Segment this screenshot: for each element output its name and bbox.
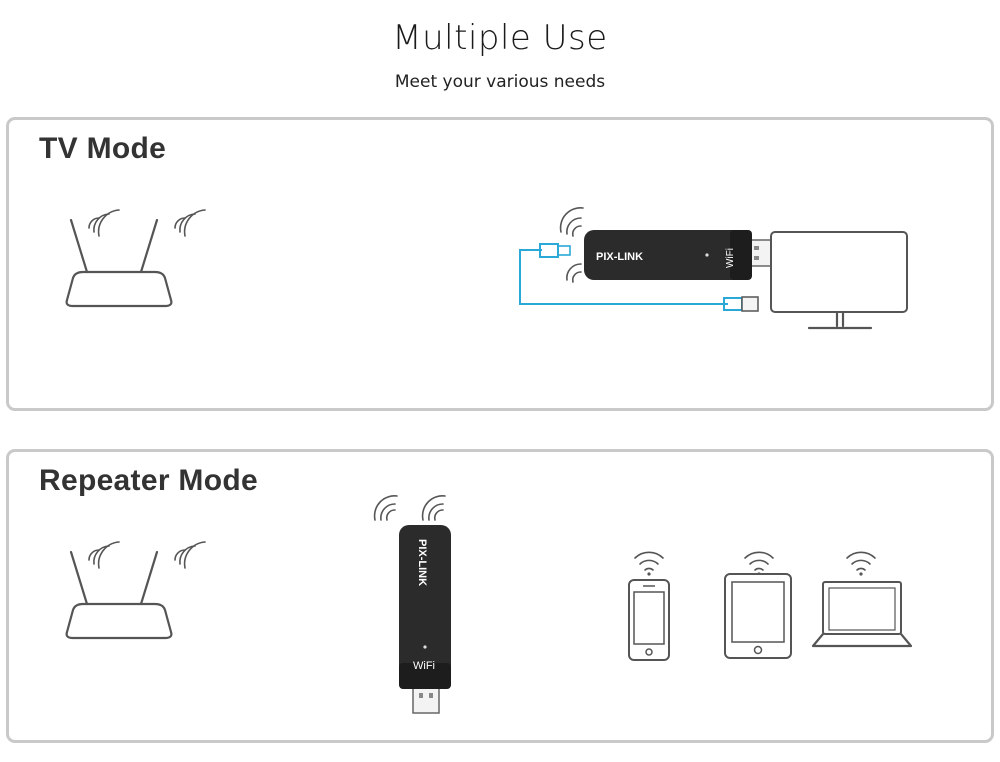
repeater-mode-panel: Repeater Mode PIX-LINK WiFi	[6, 449, 994, 743]
page-title: Multiple Use	[392, 18, 608, 58]
tv-icon	[770, 231, 908, 330]
dongle-brand-text: PIX-LINK	[596, 251, 643, 263]
dongle-brand-text: PIX-LINK	[416, 539, 428, 586]
usb-dongle: PIX-LINK WiFi	[584, 230, 775, 280]
tablet-icon	[724, 551, 792, 659]
tv-mode-panel: TV Mode PIX-LINK WiFi	[6, 117, 994, 411]
tv-mode-heading: TV Mode	[39, 132, 167, 165]
usb-dongle: PIX-LINK WiFi	[399, 525, 451, 714]
laptop-icon	[811, 551, 913, 648]
phone-icon	[628, 551, 670, 661]
tv-cable	[519, 243, 759, 312]
router-icon	[65, 541, 206, 640]
dongle-wifi-text: WiFi	[725, 248, 736, 268]
repeater-mode-heading: Repeater Mode	[39, 464, 258, 497]
page-subtitle: Meet your various needs	[394, 72, 606, 92]
dongle-signal-icon	[373, 495, 446, 521]
dongle-wifi-text: WiFi	[413, 660, 435, 672]
router-icon	[65, 209, 206, 308]
dongle-signal-icon	[559, 207, 584, 283]
